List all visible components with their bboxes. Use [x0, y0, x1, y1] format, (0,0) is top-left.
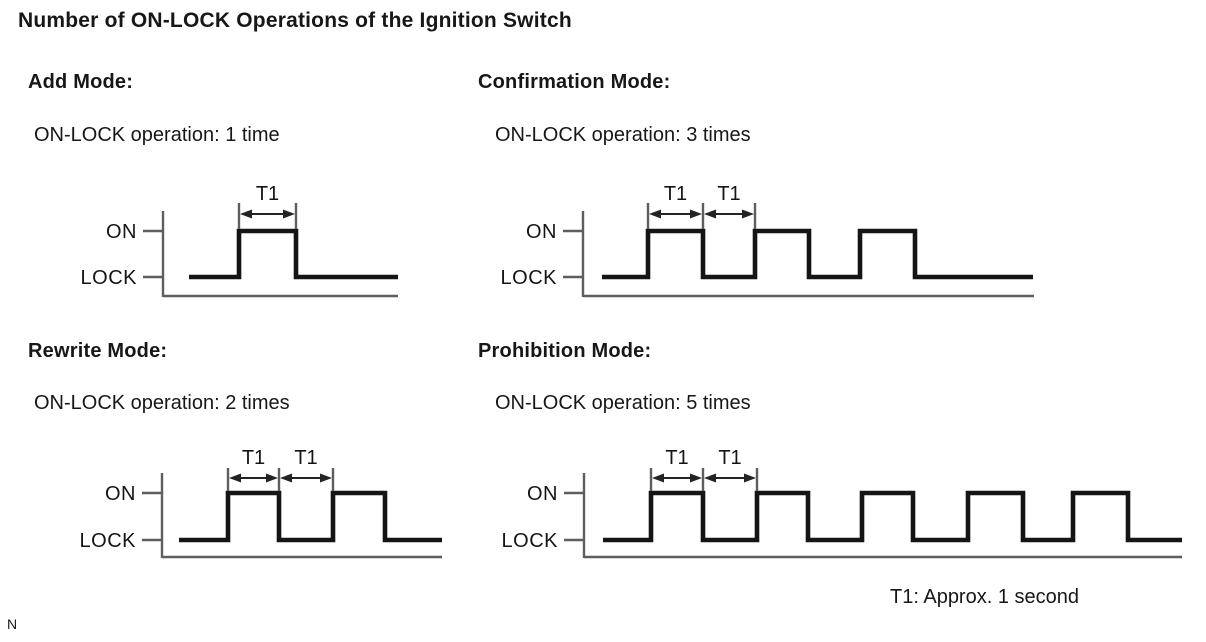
rewrite-mode-on-label: ON [105, 483, 136, 505]
prohibition-mode-t1-arrowhead-left-0 [652, 473, 664, 483]
confirmation-mode-t1-arrowhead-left-1 [704, 209, 716, 219]
rewrite-mode-lock-label: LOCK [80, 530, 137, 552]
add-mode-t1-arrowhead-right-0 [283, 209, 295, 219]
prohibition-mode-t1-arrowhead-right-1 [744, 473, 756, 483]
prohibition-mode-on-label: ON [527, 483, 558, 505]
rewrite-mode-operation-count: ON-LOCK operation: 2 times [34, 392, 290, 414]
confirmation-mode-operation-count: ON-LOCK operation: 3 times [495, 124, 751, 146]
confirmation-mode-lock-label: LOCK [501, 267, 558, 289]
add-mode-lock-label: LOCK [81, 267, 138, 289]
prohibition-mode-operation-count: ON-LOCK operation: 5 times [495, 392, 751, 414]
confirmation-mode-t1-label-0: T1 [664, 183, 687, 205]
rewrite-mode-t1-arrowhead-right-0 [266, 473, 278, 483]
rewrite-mode-t1-arrowhead-left-0 [229, 473, 241, 483]
figure-title: Number of ON-LOCK Operations of the Igni… [18, 9, 572, 32]
rewrite-mode-t1-label-1: T1 [294, 447, 317, 469]
confirmation-mode-t1-arrowhead-left-0 [649, 209, 661, 219]
rewrite-mode-t1-arrowhead-left-1 [280, 473, 292, 483]
add-mode-operation-count: ON-LOCK operation: 1 time [34, 124, 280, 146]
t1-duration-note: T1: Approx. 1 second [890, 586, 1080, 608]
add-mode-t1-arrowhead-left-0 [240, 209, 252, 219]
confirmation-mode-t1-arrowhead-right-1 [742, 209, 754, 219]
confirmation-mode-t1-arrowhead-right-0 [690, 209, 702, 219]
confirmation-mode-heading: Confirmation Mode: [478, 71, 671, 93]
add-mode-t1-label-0: T1 [256, 183, 279, 205]
rewrite-mode-heading: Rewrite Mode: [28, 340, 168, 362]
add-mode-heading: Add Mode: [28, 71, 134, 93]
confirmation-mode-t1-label-1: T1 [717, 183, 740, 205]
rewrite-mode-t1-label-0: T1 [242, 447, 265, 469]
prohibition-mode-t1-arrowhead-left-1 [704, 473, 716, 483]
prohibition-mode-t1-label-1: T1 [718, 447, 741, 469]
prohibition-mode-lock-label: LOCK [502, 530, 559, 552]
prohibition-mode-wave [603, 490, 1182, 543]
rewrite-mode-wave [179, 490, 442, 543]
confirmation-mode-wave [602, 228, 1033, 280]
corner-mark: N [7, 616, 18, 632]
confirmation-mode-on-label: ON [526, 221, 557, 243]
prohibition-mode-t1-label-0: T1 [665, 447, 688, 469]
rewrite-mode-t1-arrowhead-right-1 [320, 473, 332, 483]
add-mode-wave [189, 228, 398, 280]
prohibition-mode-t1-arrowhead-right-0 [690, 473, 702, 483]
add-mode-on-label: ON [106, 221, 137, 243]
prohibition-mode-heading: Prohibition Mode: [478, 340, 652, 362]
